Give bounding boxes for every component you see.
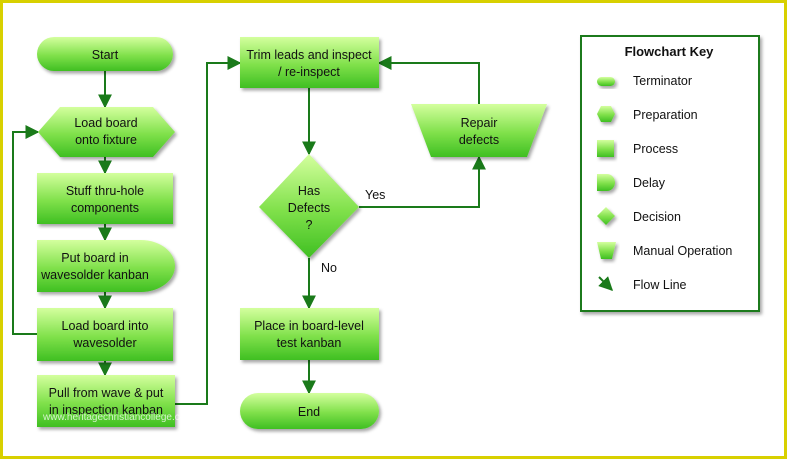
node-put-board-label-1: Put board in	[61, 251, 128, 265]
node-pull-wave-label-1: Pull from wave & put	[49, 386, 164, 400]
node-load-fixture[interactable]: Load board onto fixture	[38, 107, 175, 157]
node-repair-label-2: defects	[459, 133, 499, 147]
flow-line-icon	[598, 276, 613, 291]
flow-lines	[12, 56, 486, 405]
flowchart-key: Flowchart Key Terminator Preparation Pro…	[580, 35, 760, 312]
watermark-text: www.heritagechristiancollege.com	[42, 412, 194, 423]
node-load-wave[interactable]: Load board into wavesolder	[37, 308, 173, 361]
manual-operation-icon	[597, 242, 616, 259]
key-delay: Delay	[597, 174, 666, 191]
node-put-board-label-2: wavesolder kanban	[40, 268, 149, 282]
key-manual-operation-label: Manual Operation	[633, 244, 732, 258]
node-place-label-2: test kanban	[277, 336, 342, 350]
key-decision: Decision	[597, 207, 681, 225]
node-defects-label-3: ?	[306, 218, 313, 232]
key-delay-label: Delay	[633, 176, 666, 190]
key-flow-line: Flow Line	[598, 276, 687, 292]
node-stuff-label-1: Stuff thru-hole	[66, 184, 144, 198]
key-preparation: Preparation	[597, 106, 698, 122]
key-preparation-label: Preparation	[633, 108, 698, 122]
key-terminator: Terminator	[597, 74, 692, 88]
node-end[interactable]: End	[240, 393, 379, 429]
edge-defects-yes-to-repair	[359, 155, 486, 208]
flowchart-diagram: Yes No Start Load board onto fixture Stu…	[12, 35, 760, 429]
key-manual-operation: Manual Operation	[597, 242, 732, 259]
node-load-wave-label-2: wavesolder	[72, 336, 136, 350]
node-defects-label-2: Defects	[288, 201, 330, 215]
edge-pull-to-trim	[175, 56, 242, 405]
preparation-icon	[597, 106, 615, 122]
key-process: Process	[597, 140, 678, 157]
node-start-label: Start	[92, 48, 119, 62]
node-repair[interactable]: Repair defects	[411, 104, 547, 157]
key-decision-label: Decision	[633, 210, 681, 224]
key-terminator-label: Terminator	[633, 74, 692, 88]
yes-label: Yes	[365, 188, 385, 202]
node-place-label-1: Place in board-level	[254, 319, 364, 333]
node-defects-decision[interactable]: Has Defects ?	[259, 154, 359, 258]
node-end-label: End	[298, 405, 320, 419]
key-flow-line-label: Flow Line	[633, 278, 687, 292]
node-load-fixture-label-1: Load board	[74, 116, 137, 130]
node-stuff[interactable]: Stuff thru-hole components	[37, 173, 173, 224]
node-defects-label-1: Has	[298, 184, 320, 198]
process-icon	[597, 140, 614, 157]
edge-repair-to-trim	[377, 56, 480, 104]
no-label: No	[321, 261, 337, 275]
key-process-label: Process	[633, 142, 678, 156]
delay-icon	[597, 174, 615, 191]
decision-icon	[597, 207, 615, 225]
node-put-board[interactable]: Put board in wavesolder kanban	[37, 240, 175, 292]
node-load-fixture-label-2: onto fixture	[75, 133, 137, 147]
node-trim-label-2: / re-inspect	[278, 65, 340, 79]
node-stuff-label-2: components	[71, 201, 139, 215]
node-start[interactable]: Start	[37, 37, 173, 71]
node-trim[interactable]: Trim leads and inspect / re-inspect	[240, 37, 379, 88]
node-pull-wave[interactable]: Pull from wave & put in inspection kanba…	[37, 375, 175, 427]
edge-load-wave-loop-back	[12, 125, 40, 335]
key-title: Flowchart Key	[625, 44, 715, 59]
node-repair-label-1: Repair	[461, 116, 498, 130]
node-trim-label-1: Trim leads and inspect	[246, 48, 372, 62]
node-place[interactable]: Place in board-level test kanban	[240, 308, 379, 360]
node-load-wave-label-1: Load board into	[62, 319, 149, 333]
terminator-icon	[597, 77, 615, 86]
node-pull-wave-label-2: in inspection kanban	[49, 403, 163, 417]
